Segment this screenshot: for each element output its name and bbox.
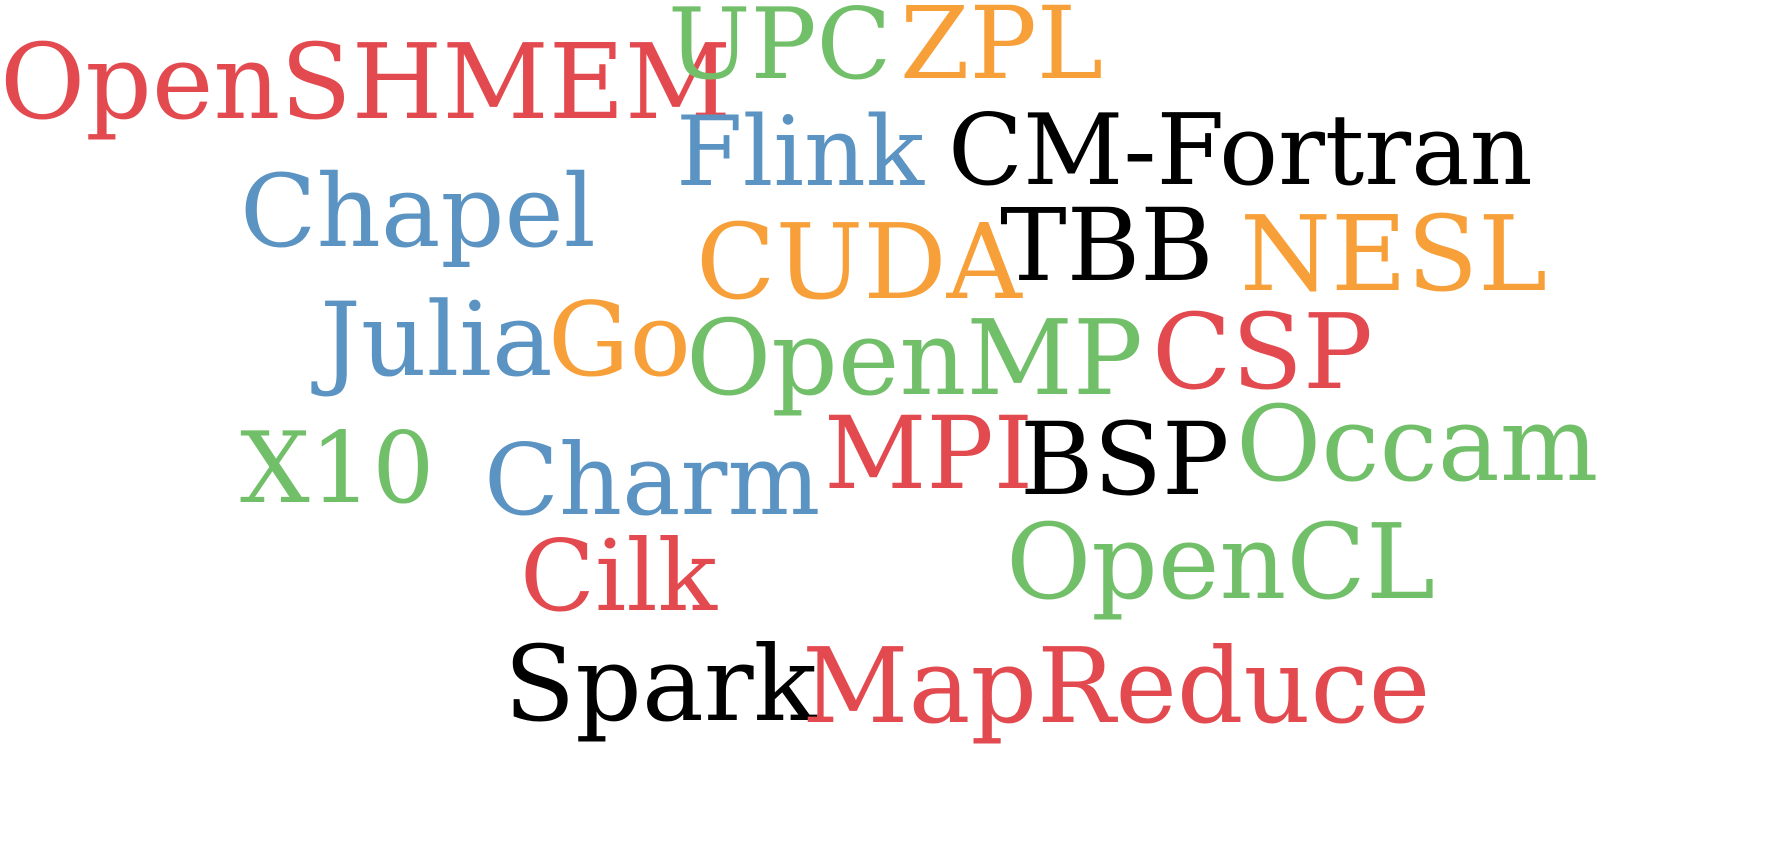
word-spark: Spark <box>504 623 817 745</box>
word-julia: Julia <box>320 281 553 400</box>
word-mpi: MPI <box>824 395 1034 512</box>
word-occam: Occam <box>1236 383 1599 505</box>
word-openshmem: OpenSHMEM <box>0 21 732 143</box>
word-tbb: TBB <box>1000 187 1214 304</box>
word-cilk: Cilk <box>520 520 718 634</box>
word-opencl: OpenCL <box>1006 501 1435 623</box>
word-bsp: BSP <box>1020 401 1230 518</box>
word-charm: Charm <box>484 424 821 538</box>
word-openmp: OpenMP <box>686 297 1143 419</box>
word-mapreduce: MapReduce <box>802 625 1431 747</box>
word-chapel: Chapel <box>240 153 596 270</box>
word-csp: CSP <box>1152 291 1373 413</box>
word-x10: X10 <box>240 412 435 526</box>
word-nesl: NESL <box>1240 193 1548 315</box>
word-zpl: ZPL <box>900 0 1104 102</box>
word-cuda: CUDA <box>696 201 1022 323</box>
word-cm-fortran: CM-Fortran <box>948 94 1533 208</box>
word-upc: UPC <box>668 0 892 102</box>
word-flink: Flink <box>676 96 925 208</box>
word-go: Go <box>548 281 691 400</box>
